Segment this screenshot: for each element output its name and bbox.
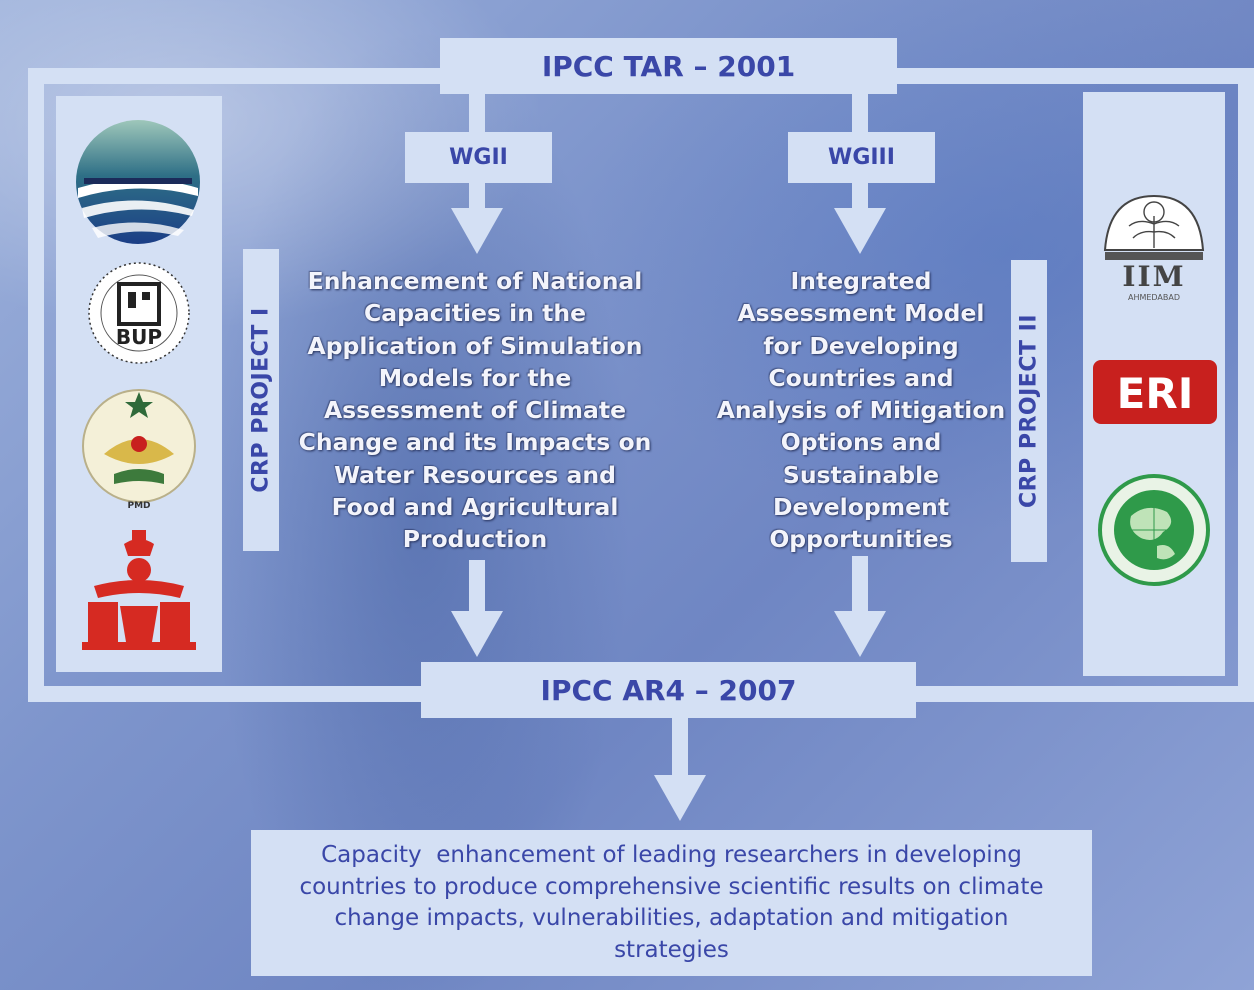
shaft-ar4-result: [672, 718, 688, 776]
project-2-line: Opportunities: [769, 525, 953, 554]
wgii-label: WGII: [449, 145, 508, 170]
water-agency-logo-icon: [76, 120, 200, 244]
ipcc-tar-box: IPCC TAR – 2001: [440, 38, 897, 94]
svg-text:BUP: BUP: [116, 325, 162, 349]
logo-panel-right: IIM AHMEDABAD ERI: [1083, 92, 1225, 676]
frame-bottom-right: [915, 686, 1254, 702]
frame-top-right: [896, 68, 1254, 84]
ipcc-ar4-box: IPCC AR4 – 2007: [421, 662, 916, 718]
svg-text:IIM: IIM: [1122, 260, 1185, 293]
ipcc-ar4-title: IPCC AR4 – 2007: [540, 673, 797, 707]
outcome-line: change impacts, vulnerabilities, adaptat…: [334, 905, 1009, 931]
project-1-line: Food and Agricultural: [331, 493, 619, 522]
arrow-ar4-result: [654, 775, 706, 821]
wgii-box: WGII: [405, 132, 552, 183]
project-2-line: Analysis of Mitigation: [716, 396, 1006, 425]
connector-tar-wgiii: [852, 94, 868, 134]
project-2-description: Integrated Assessment Model for Developi…: [705, 265, 1017, 556]
project-1-line: Application of Simulation: [307, 331, 643, 360]
svg-text:PMD: PMD: [127, 501, 150, 511]
outcome-text: Capacity enhancement of leading research…: [299, 840, 1043, 966]
arrow-wgiii-project: [834, 208, 886, 254]
svg-text:ERI: ERI: [1117, 369, 1194, 418]
green-globe-logo-icon: [1098, 474, 1210, 586]
shaft-project-2-ar4: [852, 556, 868, 612]
project-2-line: Assessment Model: [737, 299, 985, 328]
connector-tar-wgii: [469, 94, 485, 134]
shaft-project-1-ar4: [469, 560, 485, 612]
shaft-wgii-project: [469, 183, 485, 209]
outcome-box: Capacity enhancement of leading research…: [251, 830, 1092, 976]
frame-right: [1238, 68, 1254, 700]
project-1-line: Capacities in the: [363, 299, 587, 328]
shaft-wgiii-project: [852, 183, 868, 209]
project-2-line: Integrated: [790, 267, 932, 295]
frame-top-left: [28, 68, 440, 84]
project-2-line: for Developing: [763, 331, 959, 360]
arrow-wgii-project: [451, 208, 503, 254]
eri-logo-icon: ERI: [1093, 360, 1217, 424]
crp-project-1-label-box: CRP PROJECT I: [243, 249, 279, 551]
project-1-line: Assessment of Climate: [323, 396, 627, 425]
frame-left: [28, 68, 44, 700]
arrow-project-1-ar4: [451, 611, 503, 657]
outcome-line: strategies: [614, 936, 729, 963]
project-1-line: Water Resources and: [334, 460, 616, 489]
logo-panel-left: BUP PMD: [56, 96, 222, 672]
svg-text:AHMEDABAD: AHMEDABAD: [1128, 293, 1180, 302]
arrow-project-2-ar4: [834, 611, 886, 657]
wgiii-label: WGIII: [828, 145, 895, 170]
bup-logo-icon: BUP: [88, 262, 190, 364]
frame-bottom-left: [28, 686, 422, 702]
crp-project-2-label-box: CRP PROJECT II: [1011, 260, 1047, 562]
project-1-line: Production: [402, 525, 548, 554]
crp-project-2-label: CRP PROJECT II: [1016, 313, 1042, 509]
project-2-line: Options and: [780, 428, 942, 457]
project-1-line: Enhancement of National: [307, 267, 643, 295]
crp-project-1-label: CRP PROJECT I: [248, 307, 274, 493]
wgiii-box: WGIII: [788, 132, 935, 183]
outcome-line: Capacity enhancement of leading research…: [321, 842, 1022, 868]
project-2-line: Development: [772, 493, 950, 522]
project-1-description: Enhancement of National Capacities in th…: [292, 265, 658, 556]
project-2-line: Sustainable: [782, 460, 940, 489]
project-1-line: Models for the: [378, 363, 572, 392]
red-emblem-logo-icon: [82, 530, 196, 650]
ipcc-tar-title: IPCC TAR – 2001: [541, 49, 796, 83]
outcome-line: countries to produce comprehensive scien…: [299, 873, 1044, 900]
pmd-logo-icon: PMD: [82, 389, 196, 511]
project-2-line: Countries and: [768, 363, 954, 392]
project-1-line: Change and its Impacts on: [298, 428, 652, 457]
iim-ahmedabad-logo-icon: IIM AHMEDABAD: [1103, 194, 1205, 302]
